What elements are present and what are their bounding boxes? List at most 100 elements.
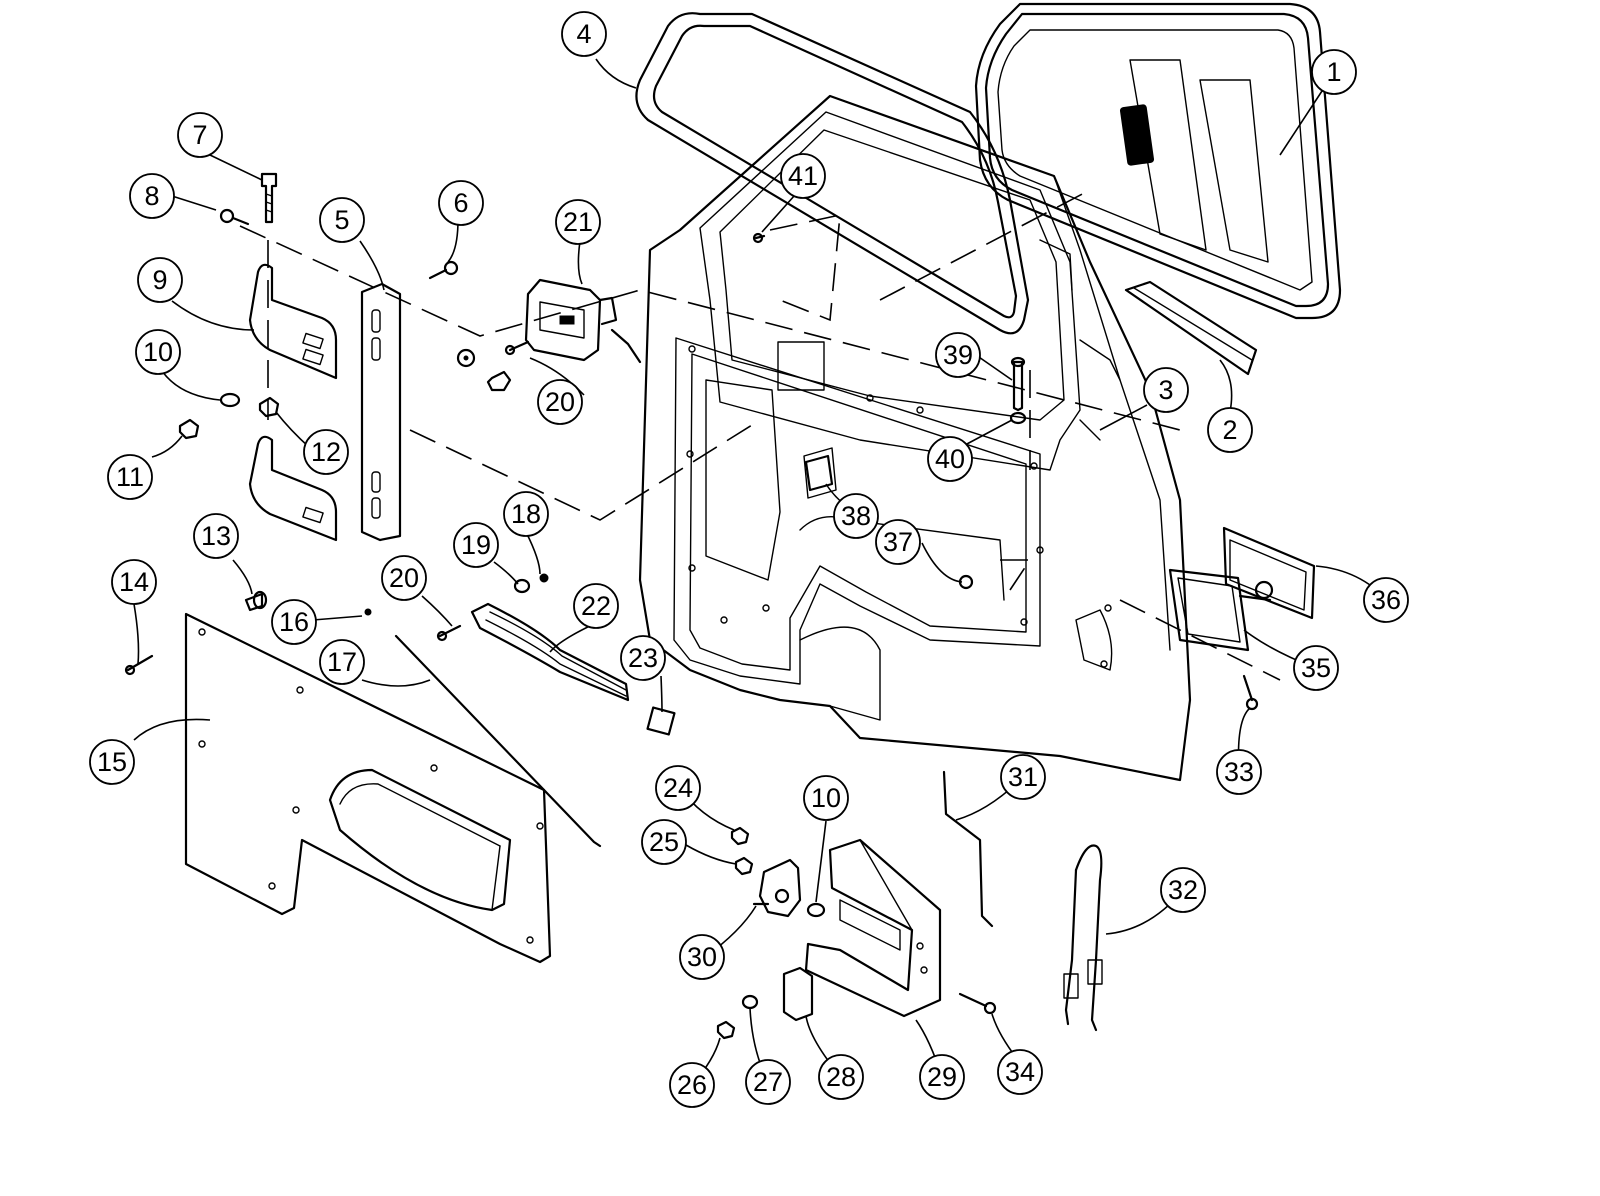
callout-8: 8 <box>129 173 175 219</box>
svg-text:15: 15 <box>97 747 127 777</box>
svg-text:29: 29 <box>927 1062 957 1092</box>
callout-24: 24 <box>655 765 701 811</box>
svg-text:31: 31 <box>1008 762 1038 792</box>
svg-text:37: 37 <box>883 527 913 557</box>
svg-text:6: 6 <box>453 188 468 218</box>
svg-text:27: 27 <box>753 1067 783 1097</box>
callout-36: 36 <box>1363 577 1409 623</box>
svg-text:4: 4 <box>576 19 591 49</box>
callout-15: 15 <box>89 739 135 785</box>
svg-text:9: 9 <box>152 265 167 295</box>
callout-12: 12 <box>303 429 349 475</box>
svg-text:10: 10 <box>143 337 173 367</box>
callout-18: 18 <box>503 491 549 537</box>
latch-bracket-part-29 <box>716 826 997 1040</box>
callout-23: 23 <box>620 635 666 681</box>
svg-text:8: 8 <box>144 181 159 211</box>
svg-text:14: 14 <box>119 567 149 597</box>
outer-handle-part-36 <box>1168 526 1316 711</box>
callout-29: 29 <box>919 1054 965 1100</box>
callout-26: 26 <box>669 1062 715 1108</box>
callout-14: 14 <box>111 559 157 605</box>
callout-19: 19 <box>453 522 499 568</box>
callout-27: 27 <box>745 1059 791 1105</box>
svg-text:35: 35 <box>1301 653 1331 683</box>
callout-20-upper: 20 <box>537 379 583 425</box>
svg-text:20: 20 <box>545 387 575 417</box>
svg-text:19: 19 <box>461 530 491 560</box>
callout-34: 34 <box>997 1049 1043 1095</box>
svg-text:3: 3 <box>1158 375 1173 405</box>
door-mounting-holes <box>686 345 1112 668</box>
door-check-strap-part-22 <box>436 573 676 736</box>
callout-20-lower: 20 <box>381 555 427 601</box>
callout-10-lower: 10 <box>803 775 849 821</box>
sliding-window-part-1 <box>974 2 1342 320</box>
svg-text:21: 21 <box>563 207 593 237</box>
svg-text:36: 36 <box>1371 585 1401 615</box>
svg-text:7: 7 <box>192 120 207 150</box>
callout-6: 6 <box>438 180 484 226</box>
svg-text:25: 25 <box>649 827 679 857</box>
svg-text:28: 28 <box>826 1062 856 1092</box>
svg-text:32: 32 <box>1168 875 1198 905</box>
svg-text:41: 41 <box>788 161 818 191</box>
linkage-rods <box>942 770 1103 1032</box>
callout-2: 2 <box>1207 407 1253 453</box>
svg-text:12: 12 <box>311 437 341 467</box>
panel-hardware <box>124 590 602 848</box>
svg-text:5: 5 <box>334 205 349 235</box>
callout-35: 35 <box>1293 645 1339 691</box>
svg-text:20: 20 <box>389 563 419 593</box>
svg-text:17: 17 <box>327 647 357 677</box>
svg-text:13: 13 <box>201 521 231 551</box>
callout-11: 11 <box>107 454 153 500</box>
callout-39: 39 <box>935 332 981 378</box>
callout-30: 30 <box>679 934 725 980</box>
svg-text:34: 34 <box>1005 1057 1035 1087</box>
seal-strip-part-2 <box>1124 280 1258 376</box>
callout-38: 38 <box>833 493 879 539</box>
hinge-assembly <box>178 172 512 542</box>
svg-text:24: 24 <box>663 773 693 803</box>
assembly-lines <box>239 189 1281 681</box>
svg-text:40: 40 <box>935 444 965 474</box>
callout-7: 7 <box>177 112 223 158</box>
callout-5: 5 <box>319 197 365 243</box>
door-shell-part-3 <box>638 94 1192 782</box>
callout-16: 16 <box>271 599 317 645</box>
svg-text:38: 38 <box>841 501 871 531</box>
svg-text:33: 33 <box>1224 757 1254 787</box>
svg-text:39: 39 <box>943 340 973 370</box>
svg-text:22: 22 <box>581 591 611 621</box>
callout-31: 31 <box>1000 754 1046 800</box>
callout-1: 1 <box>1311 49 1357 95</box>
callout-33: 33 <box>1216 749 1262 795</box>
callout-9: 9 <box>137 257 183 303</box>
callout-10-upper: 10 <box>135 329 181 375</box>
svg-text:2: 2 <box>1222 415 1237 445</box>
svg-text:30: 30 <box>687 942 717 972</box>
callout-37: 37 <box>875 519 921 565</box>
callout-3: 3 <box>1143 367 1189 413</box>
callout-40: 40 <box>927 436 973 482</box>
svg-text:11: 11 <box>116 462 144 492</box>
lock-assembly-part-21 <box>504 278 642 364</box>
svg-text:26: 26 <box>677 1070 707 1100</box>
svg-text:16: 16 <box>279 607 309 637</box>
misc-door-hardware <box>752 232 1027 590</box>
callout-28: 28 <box>818 1054 864 1100</box>
door-panel-part-15 <box>184 612 552 964</box>
callout-41: 41 <box>780 153 826 199</box>
svg-text:23: 23 <box>628 643 658 673</box>
svg-text:1: 1 <box>1326 57 1341 87</box>
svg-text:18: 18 <box>511 499 541 529</box>
callout-25: 25 <box>641 819 687 865</box>
callout-21: 21 <box>555 199 601 245</box>
callout-22: 22 <box>573 583 619 629</box>
svg-text:10: 10 <box>811 783 841 813</box>
window-seal-part-4 <box>635 12 1030 335</box>
callout-4: 4 <box>561 11 607 57</box>
callout-32: 32 <box>1160 867 1206 913</box>
